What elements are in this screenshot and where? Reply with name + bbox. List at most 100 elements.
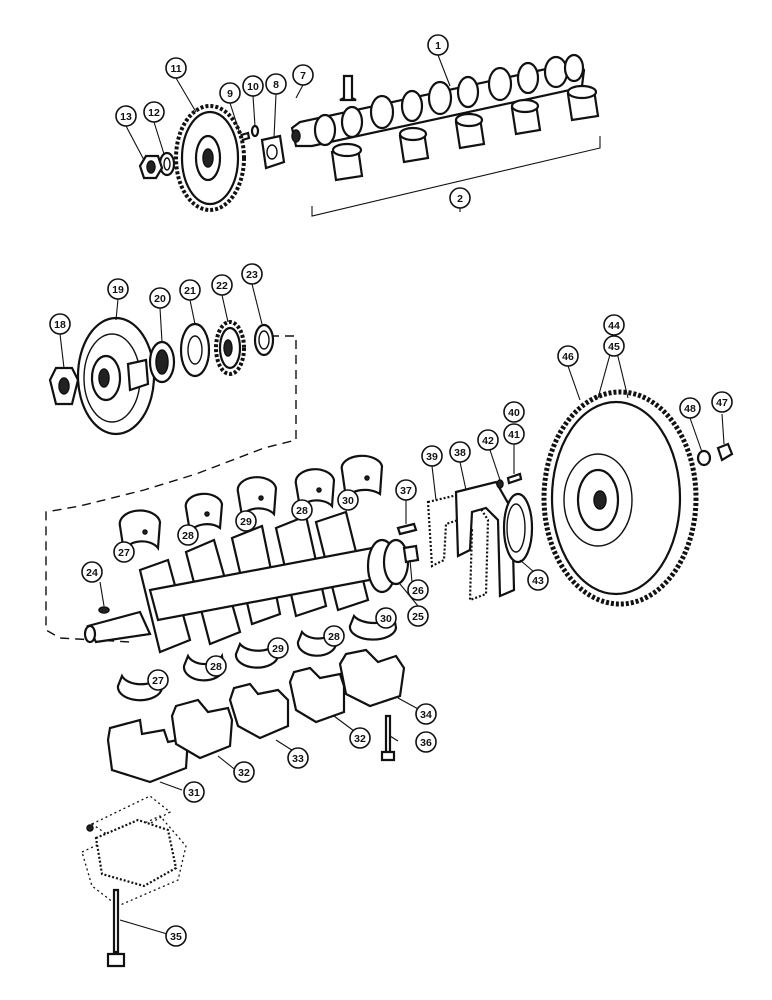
main-bearing-caps [106,648,406,784]
callout-30-lower: 30 [375,607,397,629]
crankshaft-gear [214,320,246,376]
callout-9: 9 [219,82,241,104]
svg-text:20: 20 [154,293,166,305]
svg-text:39: 39 [426,451,438,463]
svg-text:45: 45 [608,341,620,353]
svg-text:41: 41 [508,429,520,441]
callout-23: 23 [241,263,263,285]
callout-10: 10 [242,75,264,97]
svg-text:2: 2 [457,193,463,205]
callout-37: 37 [395,479,417,501]
svg-text:28: 28 [328,631,340,643]
callout-8: 8 [265,73,287,95]
svg-text:28: 28 [296,505,308,517]
upper-main-bearings [118,454,384,553]
svg-text:19: 19 [112,284,124,296]
svg-text:23: 23 [246,269,258,281]
callout-30-upper: 30 [337,489,359,511]
callout-22: 22 [211,274,233,296]
svg-text:35: 35 [170,931,182,943]
svg-text:13: 13 [120,111,132,123]
svg-text:21: 21 [184,285,196,297]
callout-29-lower: 29 [267,637,289,659]
callout-7: 7 [292,64,314,86]
callout-25: 25 [407,605,429,627]
callout-12: 12 [143,101,165,123]
callout-2: 2 [449,187,471,209]
svg-text:12: 12 [148,107,160,119]
svg-text:8: 8 [273,79,279,91]
callout-27-lower: 27 [147,669,169,691]
callout-27-upper: 27 [113,541,135,563]
callout-43: 43 [527,569,549,591]
svg-text:44: 44 [608,320,620,332]
svg-text:11: 11 [170,63,181,75]
callout-28-upper-2: 28 [291,499,313,521]
svg-text:37: 37 [400,485,412,497]
svg-text:1: 1 [435,40,441,52]
oil-pump-and-gasket [81,795,187,907]
callout-13: 13 [115,105,137,127]
callout-19: 19 [107,278,129,300]
svg-text:27: 27 [118,547,130,559]
svg-text:24: 24 [86,567,98,579]
callout-1: 1 [427,34,449,56]
camshaft-assembly [138,53,601,217]
svg-text:29: 29 [272,643,284,655]
svg-text:9: 9 [227,88,233,100]
svg-text:27: 27 [152,675,164,687]
svg-text:38: 38 [454,447,466,459]
harmonic-balancer [76,316,156,436]
svg-text:22: 22 [216,280,228,292]
crankshaft [83,510,420,654]
svg-text:33: 33 [292,753,304,765]
callout-41: 41 [503,423,525,445]
svg-text:32: 32 [238,767,250,779]
callout-42: 42 [477,429,499,451]
svg-text:46: 46 [562,351,574,363]
callout-33: 33 [287,747,309,769]
callout-32-b: 32 [349,727,371,749]
callout-21: 21 [179,279,201,301]
svg-text:36: 36 [420,737,432,749]
svg-text:32: 32 [354,733,366,745]
callout-20: 20 [149,287,171,309]
rear-main-seal-parts [396,472,534,602]
svg-text:43: 43 [532,575,544,587]
svg-text:26: 26 [412,585,424,597]
callout-28-upper: 28 [177,524,199,546]
svg-text:28: 28 [210,661,222,673]
callout-29-upper: 29 [235,510,257,532]
callout-40: 40 [503,401,525,423]
callout-45: 45 [603,335,625,357]
callout-leader-lines [59,54,725,937]
callout-47: 47 [711,391,733,413]
callout-44: 44 [603,314,625,336]
crankshaft-front-assembly [45,316,297,643]
callout-24: 24 [81,561,103,583]
svg-text:42: 42 [482,435,494,447]
svg-text:48: 48 [684,403,696,415]
callout-labels: 1 2 7 8 9 10 11 12 13 18 19 20 21 22 23 … [49,34,733,947]
callout-36: 36 [415,731,437,753]
camshaft-gear [174,104,246,212]
callout-28-lower: 28 [205,655,227,677]
callout-11: 11 [165,57,187,79]
callout-46: 46 [557,345,579,367]
flywheel [541,389,699,607]
callout-28-lower-2: 28 [323,625,345,647]
svg-text:34: 34 [420,709,432,721]
callout-39: 39 [421,445,443,467]
svg-text:28: 28 [182,530,194,542]
svg-text:31: 31 [188,787,200,799]
callout-31: 31 [183,781,205,803]
svg-text:40: 40 [508,407,520,419]
svg-text:47: 47 [716,397,728,409]
svg-text:29: 29 [240,516,252,528]
svg-text:25: 25 [412,611,424,623]
callout-38: 38 [449,441,471,463]
callout-26: 26 [407,579,429,601]
callout-35: 35 [165,925,187,947]
callout-34: 34 [415,703,437,725]
